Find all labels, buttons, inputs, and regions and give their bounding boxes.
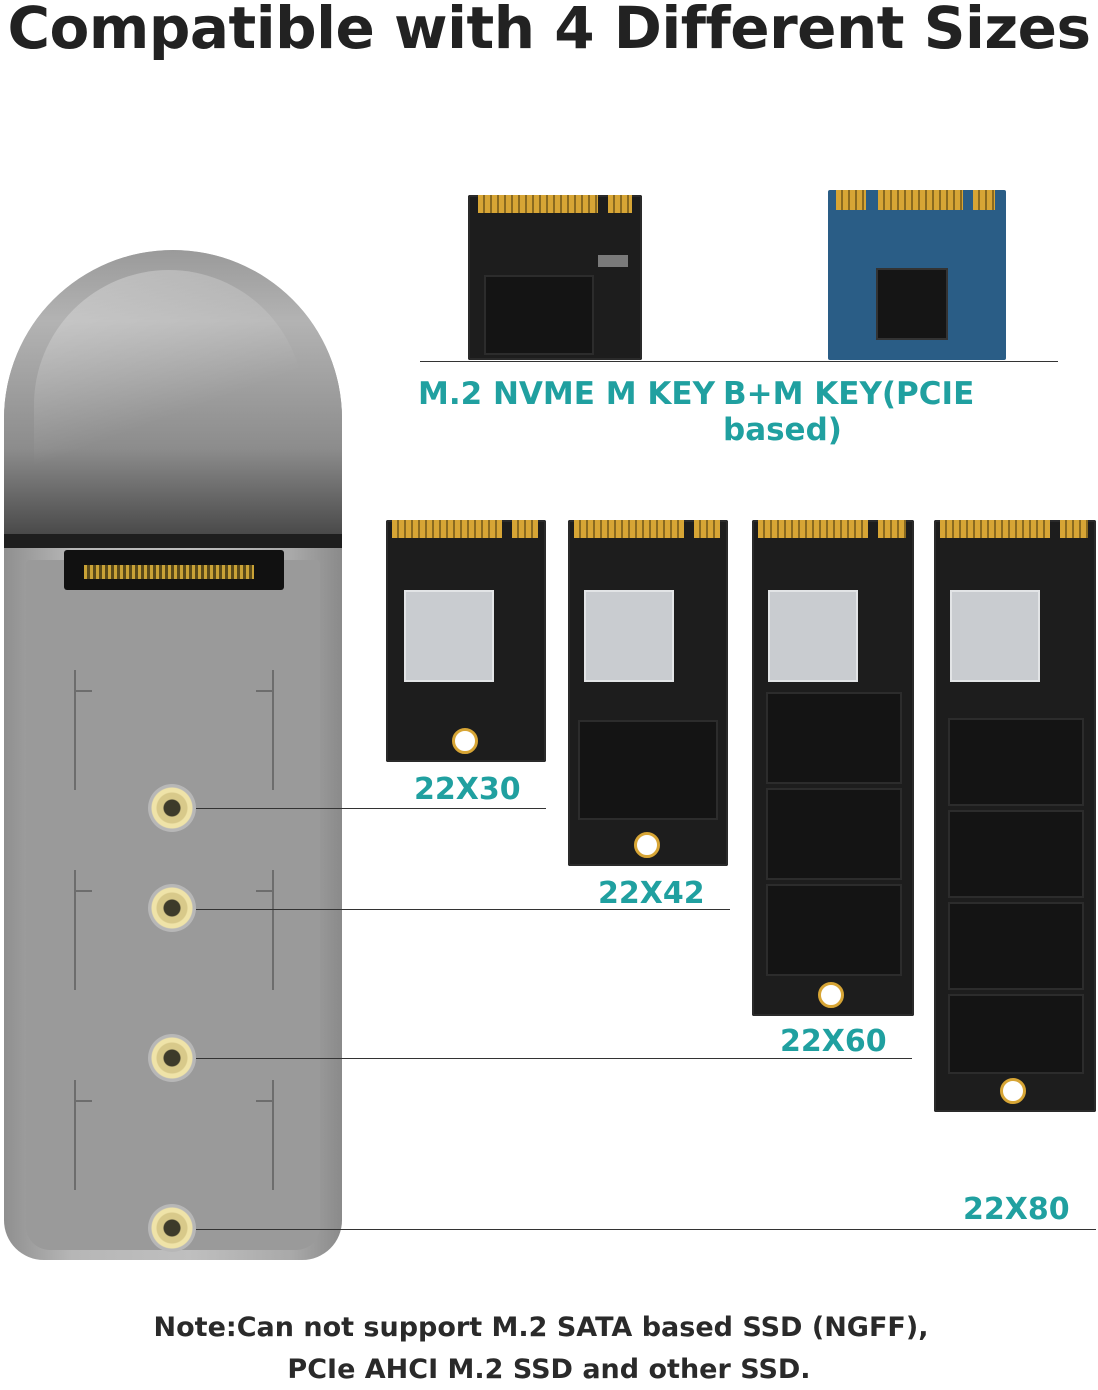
m2-connector-pins: [84, 565, 254, 579]
label-22x42: 22X42: [598, 876, 705, 911]
leader-22x80: [196, 1229, 1096, 1230]
label-22x30: 22X30: [414, 772, 521, 807]
headline: Compatible with 4 Different Sizes: [7, 0, 1091, 62]
label-22x60: 22X60: [780, 1024, 887, 1059]
label-m-key: M.2 NVME M KEY: [418, 376, 716, 412]
interface-divider: [420, 361, 1058, 362]
enclosure-cap: [4, 250, 342, 534]
note-line-1: Note:Can not support M.2 SATA based SSD …: [153, 1312, 929, 1343]
ssd-bm-key: [828, 190, 1006, 360]
ssd-22x80: [934, 520, 1096, 1112]
ssd-m-key: [468, 195, 642, 360]
standoff-22x30: [148, 784, 196, 832]
label-bm-key: B+M KEY(PCIE based): [723, 376, 975, 448]
leader-22x30: [196, 808, 546, 809]
standoff-22x60: [148, 1034, 196, 1082]
ssd-22x42: [568, 520, 728, 866]
leader-22x42: [196, 909, 730, 910]
standoff-22x42: [148, 884, 196, 932]
label-22x80: 22X80: [963, 1192, 1070, 1227]
leader-22x60: [196, 1058, 912, 1059]
ssd-22x30: [386, 520, 546, 762]
ssd-22x60: [752, 520, 914, 1016]
standoff-22x80: [148, 1204, 196, 1252]
enclosure-lip: [4, 534, 342, 548]
note-line-2: PCIe AHCI M.2 SSD and other SSD.: [287, 1354, 811, 1385]
ssd-enclosure: [4, 250, 344, 1270]
